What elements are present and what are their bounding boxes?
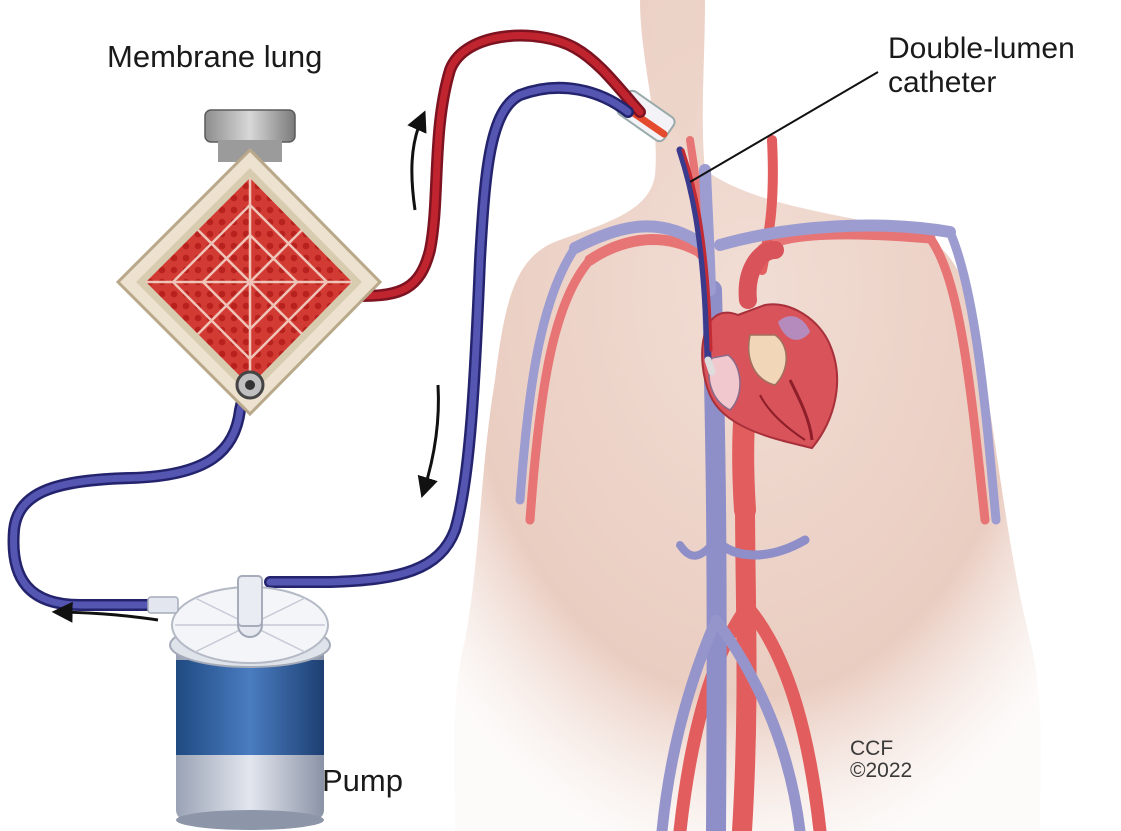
catheter-label-line2: catheter — [888, 66, 1075, 100]
credit-line2: ©2022 — [850, 760, 912, 782]
pump-label: Pump — [322, 764, 403, 799]
arrow-down-icon — [424, 385, 438, 490]
membrane-lung — [118, 110, 380, 414]
catheter-label-line1: Double-lumen — [888, 32, 1075, 66]
credit-line1: CCF — [850, 738, 912, 760]
arrow-up-icon — [412, 118, 422, 210]
copyright-credit: CCF ©2022 — [850, 738, 912, 782]
arrow-left-icon — [60, 612, 158, 620]
catheter-label: Double-lumen catheter — [888, 32, 1075, 99]
catheter-leader-line — [690, 72, 878, 182]
membrane-lung-label: Membrane lung — [107, 40, 322, 75]
pump — [148, 576, 330, 830]
